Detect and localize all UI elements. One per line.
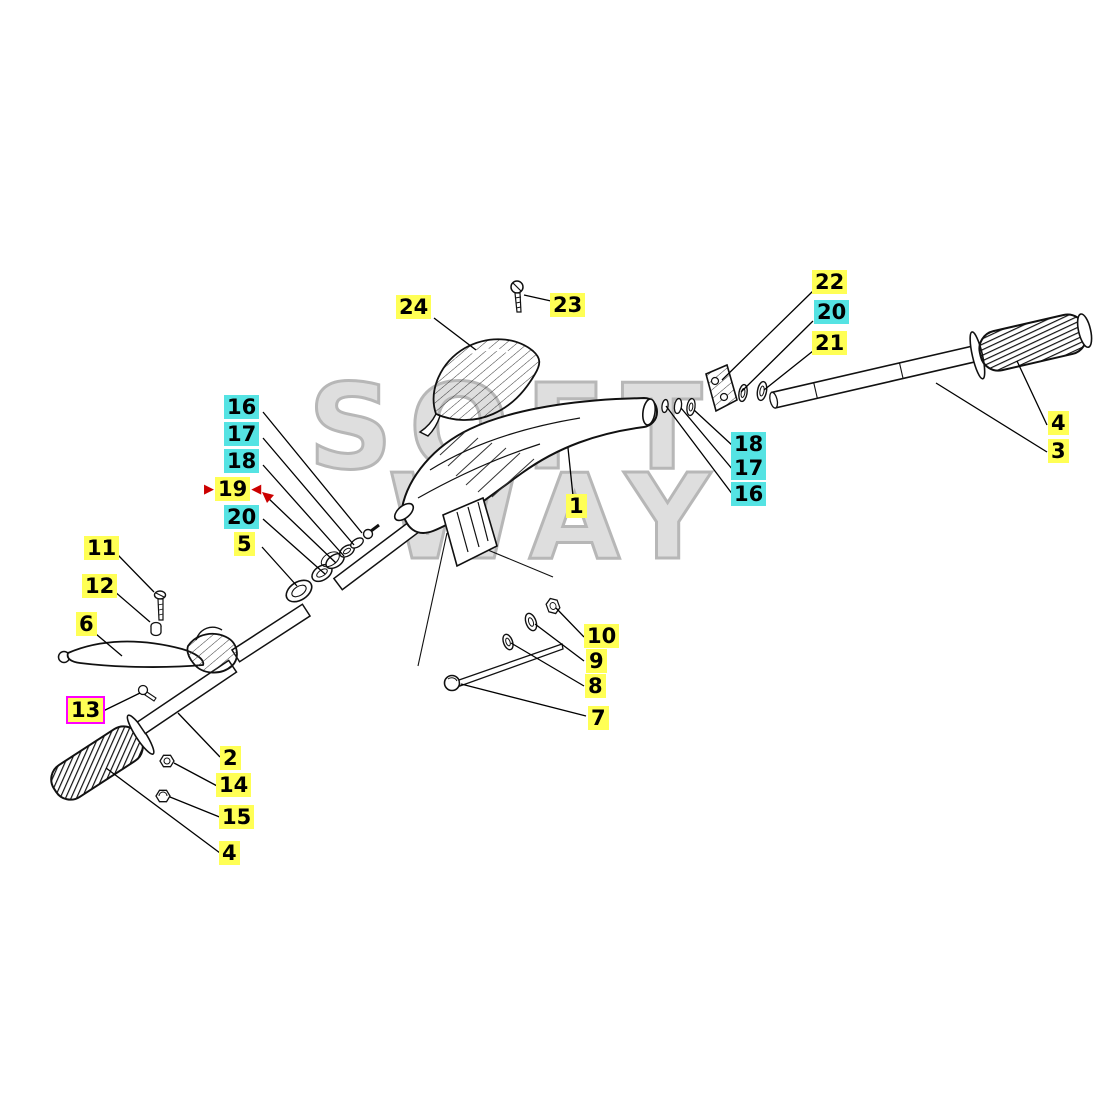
part-label-1[interactable]: 1 [566,494,587,518]
part-label-19-selected: ▶ 19 ◀ [204,477,261,501]
part-label-6[interactable]: 6 [76,612,97,636]
part-label-16-right[interactable]: 16 [731,482,767,506]
part-label-18-right[interactable]: 18 [731,432,767,456]
part-label-22[interactable]: 22 [812,270,848,294]
part-label-15[interactable]: 15 [219,805,255,829]
part-label-9[interactable]: 9 [586,649,607,673]
part-brake-lever [57,626,238,674]
part-label-18-left[interactable]: 18 [224,449,260,473]
part-label-19[interactable]: 19 [215,477,251,501]
part-right-grip [969,313,1093,380]
part-label-2[interactable]: 2 [220,746,241,770]
part-nut-10 [545,597,561,615]
selection-arrow-right-icon: ▶ [204,481,214,497]
part-label-7[interactable]: 7 [588,706,609,730]
part-washer-9 [524,612,538,632]
part-label-17-left[interactable]: 17 [224,422,260,446]
part-screw-13 [137,684,157,702]
part-label-23[interactable]: 23 [550,293,586,317]
part-left-tube [136,511,432,735]
part-handlebar-housing [393,396,659,568]
part-label-5[interactable]: 5 [234,532,255,556]
part-label-10[interactable]: 10 [584,624,620,648]
part-label-3[interactable]: 3 [1048,439,1069,463]
part-label-8[interactable]: 8 [585,674,606,698]
leader-lines [95,290,1048,854]
part-left-grip [50,714,155,801]
part-nut-14 [159,754,175,768]
part-label-4-right[interactable]: 4 [1048,411,1069,435]
part-label-24[interactable]: 24 [396,295,432,319]
part-right-tube [769,345,978,409]
part-label-12[interactable]: 12 [82,574,118,598]
part-label-20-right[interactable]: 20 [814,300,850,324]
selection-arrowhead [262,492,274,503]
part-label-4-left[interactable]: 4 [219,841,240,865]
part-nut-15 [155,789,171,803]
part-label-16-left[interactable]: 16 [224,395,260,419]
part-label-14[interactable]: 14 [216,773,252,797]
part-bolt-7 [443,643,564,692]
part-label-13[interactable]: 13 [65,696,106,724]
part-cover [418,338,541,437]
part-screw-11 [153,590,167,621]
part-label-21[interactable]: 21 [812,331,848,355]
part-screw-23 [510,280,524,313]
part-label-17-right[interactable]: 17 [731,456,767,480]
part-washers-right [661,397,696,417]
part-nut-12 [150,621,162,637]
part-label-20-left[interactable]: 20 [224,505,260,529]
selection-arrow-left-icon: ◀ [251,481,262,497]
assembly-axis-lines [417,532,554,667]
part-bracket [705,363,738,413]
part-label-11[interactable]: 11 [84,536,120,560]
part-washer-8 [502,633,514,651]
